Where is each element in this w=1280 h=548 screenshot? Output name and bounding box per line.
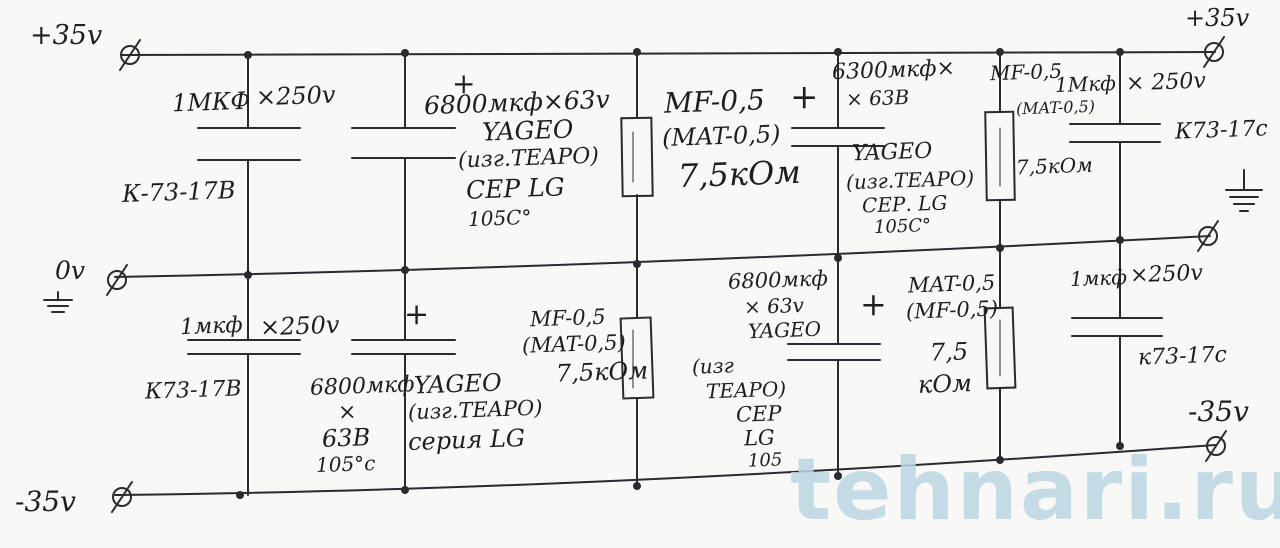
upper-elec2-value: 6300мкф× [831, 55, 956, 86]
rail-label-top-left: +35v [30, 20, 103, 51]
cap-plate [351, 339, 456, 355]
lower-film-cap2-type: к73-17с [1137, 342, 1228, 371]
upper-elec2-brand: YAGEO [851, 138, 933, 167]
upper-res2-alt: (MAT-0,5) [1015, 96, 1096, 119]
ground-symbol-right [1225, 169, 1263, 212]
upper-elec2-voltage: × 63В [845, 84, 910, 112]
upper-res2-type: MF-0,5 [989, 58, 1063, 86]
lower-elec1-maker: (изг.TEAPO) [407, 395, 543, 425]
negative-rail [114, 444, 1216, 496]
upper-elec2-temp: 105С° [873, 215, 932, 238]
rail-label-bottom-right: -35v [1188, 395, 1249, 428]
positive-rail [121, 51, 1216, 56]
lower-res2-type: MAT-0,5 [907, 270, 996, 298]
lower-elec1-series: серия LG [407, 423, 526, 457]
ground-symbol-left [43, 291, 73, 313]
lower-elec2-series: СЕР [735, 401, 782, 427]
lower-res1-alt: (MAT-0,5) [521, 330, 627, 358]
resistor-body [620, 116, 654, 198]
lower-elec1-brand: YAGEO [413, 368, 503, 400]
cap-plate [187, 339, 301, 355]
upper-res1-value: 7,5кОм [677, 152, 802, 196]
rail-label-bottom-left: -35v [15, 485, 76, 518]
upper-elec1-value: 6800мкф×63v [423, 84, 611, 121]
upper-elec2-series: СЕР. LG [861, 190, 948, 218]
lower-film-cap1-value: 1мкф [179, 312, 244, 341]
lower-film-cap1-type: К73-17В [144, 376, 243, 405]
cap-plate [1069, 123, 1161, 143]
lower-res2-plus: + [860, 285, 887, 323]
upper-res1-alt: (MAT-0,5) [661, 119, 781, 153]
upper-res2-value: 7,5кОм [1015, 152, 1094, 180]
lower-elec2-maker: (изг [691, 353, 735, 379]
resistor-body [984, 110, 1016, 202]
upper-film-cap1-voltage: ×250v [255, 80, 336, 112]
site-watermark: tehnari.ru [790, 440, 1280, 540]
lower-elec1-value: 6800мкф [309, 372, 415, 401]
lower-elec1-plus: + [404, 297, 430, 332]
lower-film-cap2-value: 1мкф [1069, 265, 1128, 291]
cap-plate [1071, 317, 1163, 337]
lower-film-cap2-voltage: ×250v [1129, 260, 1204, 289]
lower-res1-type: MF-0,5 [529, 304, 607, 332]
lower-res2-unit: кОм [917, 369, 973, 399]
upper-elec2-maker: (изг.TEAPO) [845, 165, 975, 195]
lower-film-cap1-voltage: ×250v [259, 310, 340, 342]
rail-label-top-right: +35v [1185, 4, 1250, 32]
upper-elec1-temp: 105С° [467, 204, 532, 232]
lower-elec1-x: × [337, 399, 357, 426]
upper-elec1-plus: + [452, 67, 476, 100]
upper-res1-type: MF-0,5 [663, 83, 766, 120]
upper-elec1-brand: YAGEO [481, 114, 574, 147]
lower-res2-alt: (MF-0,5) [905, 296, 999, 324]
cap-plate [791, 127, 885, 147]
lower-elec1-temp: 105°с [315, 450, 376, 478]
upper-film-cap2-type: К73-17с [1174, 116, 1269, 145]
upper-film-cap2-value: 1Мкф [1054, 70, 1117, 98]
lower-res2-value: 7,5 [929, 337, 969, 367]
lower-elec1-voltage: 63В [321, 423, 371, 453]
ground-rail [114, 235, 1211, 278]
resistor-body [983, 306, 1017, 390]
lower-res1-value: 7,5кОм [555, 356, 649, 388]
resistor-body [619, 316, 655, 400]
rail-label-zero: 0v [55, 256, 86, 285]
cap-plate [351, 127, 456, 159]
upper-film-cap1-type: К-73-17В [121, 176, 236, 208]
upper-elec2-plus: + [790, 77, 819, 117]
upper-elec1-series: СЕР LG [465, 172, 566, 205]
lower-elec2-maker2: TEAPO) [705, 376, 787, 404]
cap-plate [787, 343, 881, 361]
lower-elec2-series2: LG [743, 425, 776, 451]
lower-elec2-value: 6800мкф [727, 266, 829, 294]
lower-elec2-temp: 105 [747, 449, 783, 472]
upper-elec1-maker: (изг.TEAPO) [457, 143, 600, 174]
lower-elec2-brand: YAGEO [747, 316, 822, 344]
cap-plate [197, 127, 301, 161]
upper-film-cap2-voltage: × 250v [1125, 68, 1207, 97]
lower-elec2-voltage: × 63v [743, 292, 805, 320]
upper-film-cap1-value: 1МКФ [171, 86, 251, 118]
